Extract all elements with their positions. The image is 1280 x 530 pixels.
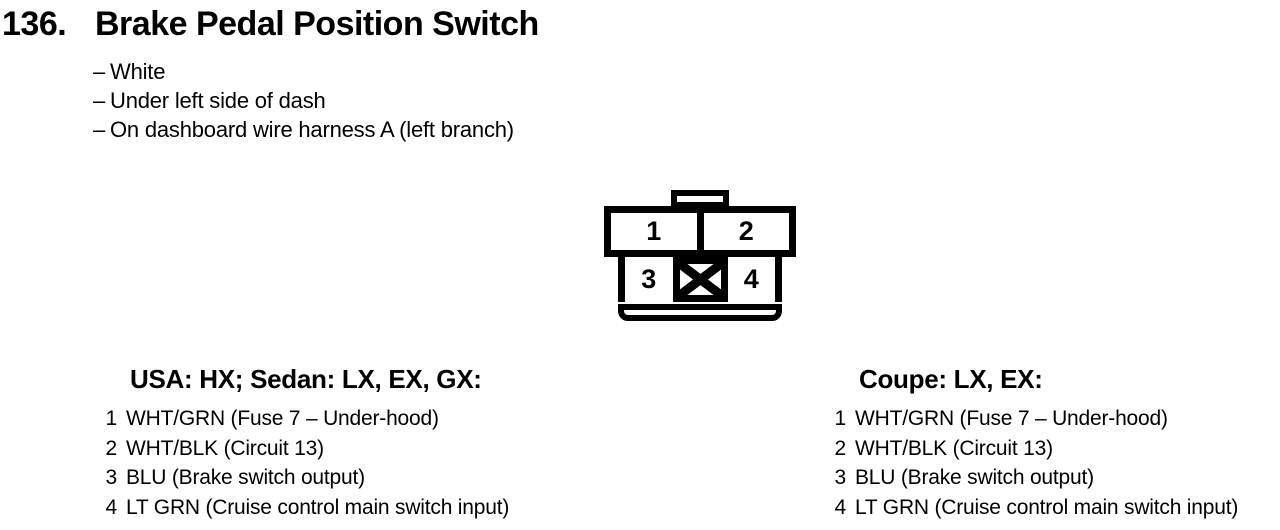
pinout-heading-coupe: Coupe: LX, EX: <box>859 364 1043 394</box>
cavity-label: 2 <box>738 216 754 246</box>
blocked-cavity-x-icon <box>679 264 721 295</box>
connector-cavity-4: 4 <box>727 257 775 302</box>
connector-cavity-2: 2 <box>703 213 789 250</box>
connector-top-row: 1 2 <box>604 206 796 257</box>
pin-number: 2 <box>105 436 118 460</box>
pin-number: 3 <box>105 466 118 490</box>
pinout-list-coupe: 1 WHT/GRN (Fuse 7 – Under-hood) 2 WHT/BL… <box>822 404 1239 523</box>
note-dash: – <box>93 59 106 84</box>
connector-bottom-row: 3 4 <box>618 257 782 302</box>
connector-lock-tab <box>671 190 729 208</box>
pin-number: 2 <box>834 436 847 460</box>
cavity-label: 3 <box>641 264 657 294</box>
connector-right-wall <box>775 257 782 302</box>
note-text: Under left side of dash <box>110 88 326 113</box>
note-line: – White <box>93 57 514 86</box>
pin-row: 1 WHT/GRN (Fuse 7 – Under-hood) <box>93 404 509 434</box>
pin-description: WHT/GRN (Fuse 7 – Under-hood) <box>855 407 1168 430</box>
note-text: White <box>110 59 166 84</box>
note-text: On dashboard wire harness A (left branch… <box>110 117 514 142</box>
pin-description: BLU (Brake switch output) <box>855 466 1094 490</box>
pin-number: 4 <box>105 496 118 520</box>
pin-description: WHT/GRN (Fuse 7 – Under-hood) <box>126 407 439 430</box>
pin-description: WHT/BLK (Circuit 13) <box>126 436 324 460</box>
pin-description: LT GRN (Cruise control main switch input… <box>855 496 1239 520</box>
pinout-list-usa-sedan: 1 WHT/GRN (Fuse 7 – Under-hood) 2 WHT/BL… <box>93 404 510 523</box>
blocked-cavity <box>672 257 728 302</box>
connector-base-lip <box>618 304 782 321</box>
cavity-divider <box>696 213 704 250</box>
cavity-label: 1 <box>646 216 662 246</box>
pin-number: 4 <box>834 496 847 520</box>
page-title: Brake Pedal Position Switch <box>95 5 539 43</box>
note-dash: – <box>93 88 106 113</box>
pin-description: BLU (Brake switch output) <box>126 466 365 490</box>
pin-row: 3 BLU (Brake switch output) <box>93 463 509 493</box>
connector-cavity-1: 1 <box>611 213 697 250</box>
connector-cavity-3: 3 <box>625 257 673 302</box>
pin-row: 2 WHT/BLK (Circuit 13) <box>822 434 1238 464</box>
connector-left-wall <box>618 257 625 302</box>
pin-row: 4 LT GRN (Cruise control main switch inp… <box>822 493 1239 523</box>
pin-row: 1 WHT/GRN (Fuse 7 – Under-hood) <box>822 404 1238 434</box>
note-dash: – <box>93 117 106 142</box>
section-number: 136. <box>2 5 67 43</box>
pin-description: LT GRN (Cruise control main switch input… <box>126 496 510 520</box>
pin-number: 3 <box>834 466 847 490</box>
pinout-heading-usa-sedan: USA: HX; Sedan: LX, EX, GX: <box>130 364 482 394</box>
pin-description: WHT/BLK (Circuit 13) <box>855 436 1053 460</box>
pin-number: 1 <box>834 407 847 430</box>
cavity-label: 4 <box>743 264 759 294</box>
note-line: – Under left side of dash <box>93 86 514 115</box>
pin-number: 1 <box>105 407 118 430</box>
pin-row: 4 LT GRN (Cruise control main switch inp… <box>93 493 510 523</box>
pin-row: 3 BLU (Brake switch output) <box>822 463 1238 493</box>
note-line: – On dashboard wire harness A (left bran… <box>93 115 514 144</box>
location-notes: – White – Under left side of dash – On d… <box>93 57 514 144</box>
pin-row: 2 WHT/BLK (Circuit 13) <box>93 434 509 464</box>
